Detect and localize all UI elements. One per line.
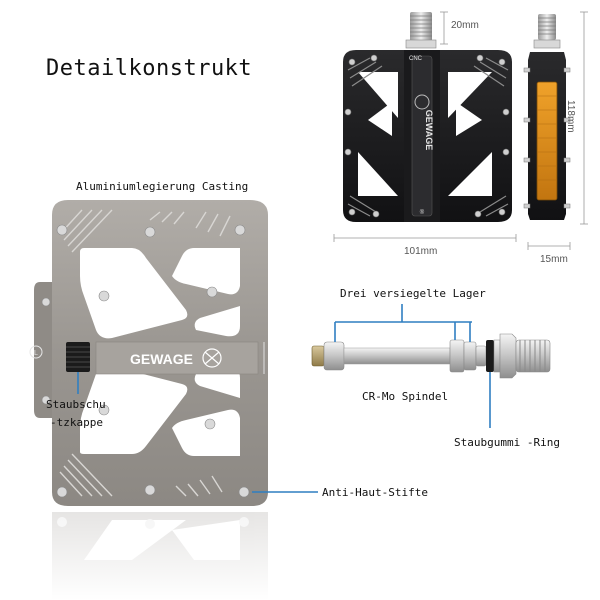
dimension-depth: 15mm <box>540 254 568 265</box>
cnc-mark-black: CNC <box>409 56 423 62</box>
label-anti-skid-pins: Anti-Haut-Stifte <box>322 486 428 499</box>
spindle-assembly <box>311 333 551 379</box>
black-pedal-side-view <box>523 14 571 220</box>
svg-text:L: L <box>34 350 38 357</box>
svg-text:®: ® <box>420 209 425 216</box>
callout-lines <box>77 304 491 493</box>
label-bearings: Drei versiegelte Lager <box>340 287 486 300</box>
dimension-width: 101mm <box>404 246 438 257</box>
label-rubber-ring: Staubgummi -Ring <box>454 436 560 449</box>
dimension-height: 118mm <box>565 100 576 133</box>
black-pedal-top-view: ® <box>343 12 512 222</box>
label-dust-cap-line2: -tzkappe <box>50 416 103 429</box>
dust-cap <box>66 342 90 372</box>
brand-logo-grey: GEWAGE <box>130 351 193 367</box>
page-title: Detailkonstrukt <box>46 56 253 81</box>
spindle-nut <box>311 345 325 367</box>
cnc-mark-grey: CNC <box>284 351 293 369</box>
label-spindle: CR-Mo Spindel <box>362 390 449 403</box>
brand-logo-black: GEWAGE <box>424 110 434 151</box>
label-material: Aluminiumlegierung Casting <box>76 180 249 193</box>
label-dust-cap-line1: Staubschu <box>46 398 106 411</box>
rubber-ring <box>486 340 494 372</box>
dimension-lines <box>333 11 588 250</box>
dimension-thread: 20mm <box>451 20 479 31</box>
grey-pedal-main: L <box>29 200 268 506</box>
reflector <box>536 81 558 201</box>
thread-top <box>410 12 432 42</box>
